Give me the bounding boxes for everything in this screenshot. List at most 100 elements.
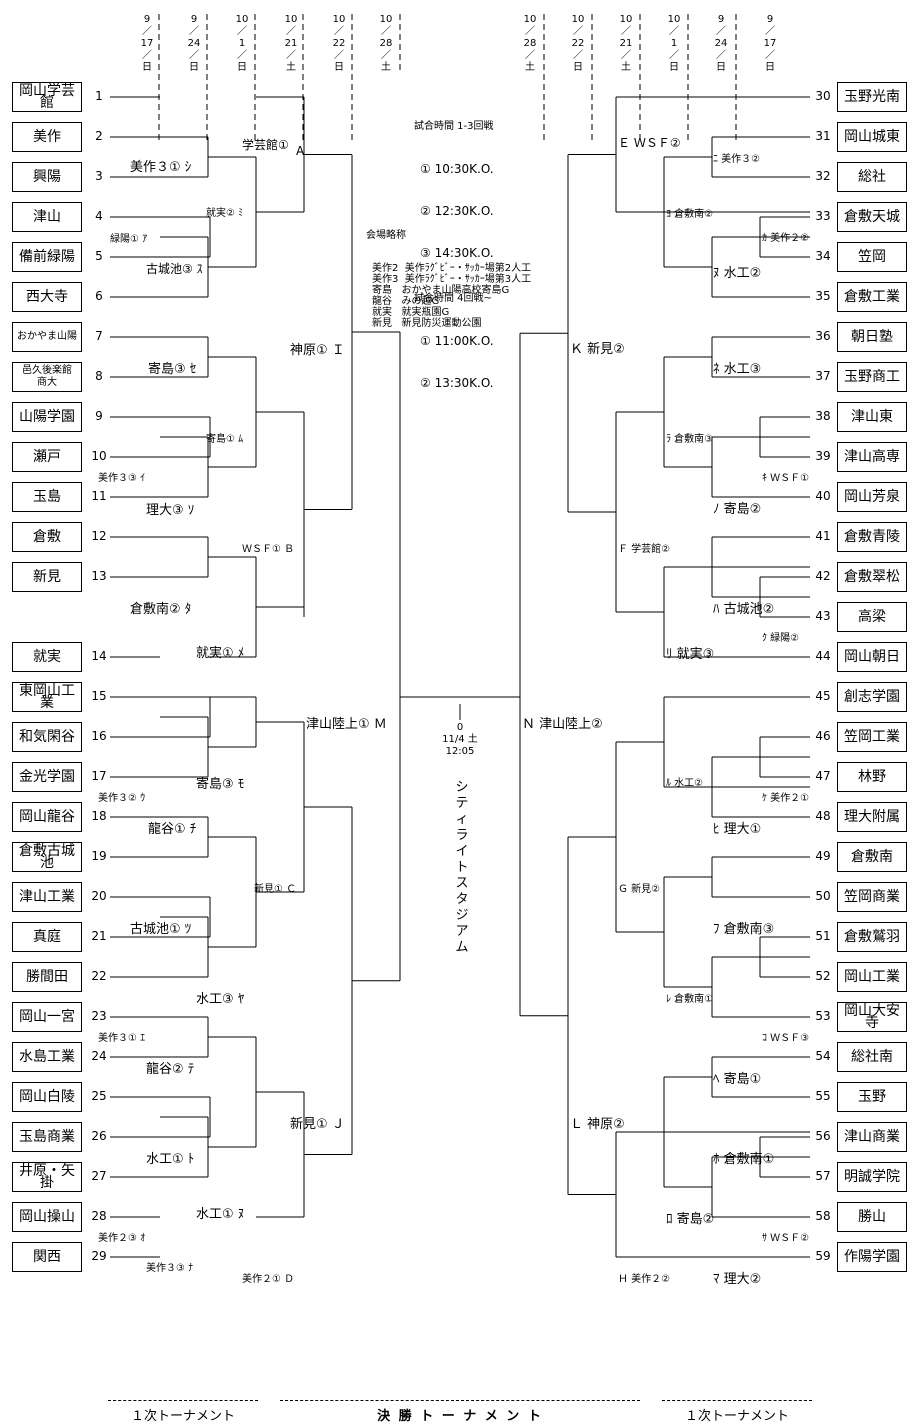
team-box-right: 玉野光南 (837, 82, 907, 112)
match-label: ﾌ 倉敷南③ (713, 922, 775, 937)
venue-line: 新見 新見防災運動公園 (372, 318, 482, 329)
team-number-right: 43 (815, 609, 831, 623)
team-box-left: 岡山学芸館 (12, 82, 82, 112)
team-box-right: 玉野商工 (837, 362, 907, 392)
team-number-right: 56 (815, 1129, 831, 1143)
footer-left: １次トーナメント (108, 1400, 258, 1424)
team-number-right: 54 (815, 1049, 831, 1063)
date-column-left: 10／21／土 (284, 14, 298, 73)
match-label: 美作３② ｳ (98, 793, 146, 804)
team-number-right: 57 (815, 1169, 831, 1183)
match-label: 水工① ﾄ (146, 1152, 195, 1167)
team-number-right: 41 (815, 529, 831, 543)
team-box-left: 美作 (12, 122, 82, 152)
date-column-left: 9／24／日 (187, 14, 201, 73)
team-box-left: 山陽学園 (12, 402, 82, 432)
footer-right: １次トーナメント (662, 1400, 812, 1424)
match-label: 津山陸上① Ｍ (306, 717, 387, 732)
team-number-left: 11 (91, 489, 107, 503)
match-times: 試合時間 1-3回戦 ① 10:30K.O. ② 12:30K.O. ③ 14:… (414, 92, 494, 404)
match-label: Ｈ 美作２② (618, 1274, 671, 1285)
match-label: 就実② ﾐ (206, 208, 244, 219)
date-column-right: 10／28／土 (523, 14, 537, 73)
team-number-right: 38 (815, 409, 831, 423)
time-5: ② 13:30K.O. (420, 376, 494, 390)
team-box-right: 倉敷南 (837, 842, 907, 872)
match-label: 美作３③ ﾅ (146, 1263, 194, 1274)
team-number-left: 2 (95, 129, 103, 143)
team-box-right: 津山商業 (837, 1122, 907, 1152)
venue-line: 就実 就実瓶園G (372, 307, 450, 318)
team-box-left: 津山工業 (12, 882, 82, 912)
match-label: ﾚ 倉敷南① (666, 994, 714, 1005)
team-number-right: 45 (815, 689, 831, 703)
match-label: 新見① Ｊ (290, 1117, 345, 1132)
team-number-left: 6 (95, 289, 103, 303)
team-box-right: 総社 (837, 162, 907, 192)
team-number-left: 14 (91, 649, 107, 663)
team-number-right: 50 (815, 889, 831, 903)
final-match-time: 12:05 (445, 746, 475, 757)
match-label: 美作２③ ｵ (98, 1233, 146, 1244)
team-number-right: 52 (815, 969, 831, 983)
match-label: ﾙ 水工② (666, 778, 704, 789)
date-column-right: 9／24／日 (714, 14, 728, 73)
footer-right-label: １次トーナメント (684, 1409, 789, 1424)
match-label: ｸ 緑陽② (762, 633, 800, 644)
match-label: ｶ 美作２② (762, 233, 810, 244)
match-label: ﾋ 理大① (713, 822, 762, 837)
date-column-right: 10／1／日 (667, 14, 681, 73)
team-box-left: 関西 (12, 1242, 82, 1272)
match-label: ﾛ 寄島② (666, 1212, 715, 1227)
team-number-left: 26 (91, 1129, 107, 1143)
match-label: ﾏ 理大② (713, 1272, 762, 1287)
team-number-left: 23 (91, 1009, 107, 1023)
team-number-right: 49 (815, 849, 831, 863)
team-box-left: おかやま山陽 (12, 322, 82, 352)
team-number-left: 9 (95, 409, 103, 423)
date-column-right: 9／17／日 (763, 14, 777, 73)
team-number-left: 28 (91, 1209, 107, 1223)
team-box-left: 井原・矢掛 (12, 1162, 82, 1192)
match-label: Ｌ 神原② (570, 1117, 625, 1132)
team-number-left: 4 (95, 209, 103, 223)
match-label: ｹ 美作２① (762, 793, 810, 804)
team-number-right: 42 (815, 569, 831, 583)
match-label: ｺ ＷＳＦ③ (762, 1033, 810, 1044)
team-box-right: 津山東 (837, 402, 907, 432)
match-label: Ｇ 新見② (618, 884, 661, 895)
match-label: ﾈ 水工③ (713, 362, 762, 377)
match-label: 就実① ﾒ (196, 646, 245, 661)
match-label: 古城池① ﾂ (130, 922, 192, 937)
final-match-number: 0 (456, 722, 464, 733)
team-number-left: 20 (91, 889, 107, 903)
final-match-date: 11/4 土 (442, 734, 478, 745)
venue-line: 美作3 美作ﾗｸﾞﾋﾞｰ・ｻｯｶｰ場第3人工 (372, 274, 532, 285)
final-match-info: 0 11/4 土 12:05 (430, 722, 490, 758)
footer-center-label: 決 勝 ト ー ナ メ ン ト (377, 1409, 543, 1424)
team-box-right: 明誠学院 (837, 1162, 907, 1192)
final-venue: シティライトスタジアム (455, 780, 469, 955)
team-box-right: 岡山朝日 (837, 642, 907, 672)
time-4: ① 11:00K.O. (420, 334, 494, 348)
team-number-left: 15 (91, 689, 107, 703)
team-box-right: 理大附属 (837, 802, 907, 832)
team-box-left: 和気閑谷 (12, 722, 82, 752)
team-box-left: 津山 (12, 202, 82, 232)
match-label: 寄島③ ﾓ (196, 777, 245, 792)
match-label: 美作３① ｴ (98, 1033, 146, 1044)
team-number-left: 17 (91, 769, 107, 783)
team-box-left: 倉敷 (12, 522, 82, 552)
match-label: ＷＳＦ① Ｂ (242, 544, 295, 555)
date-column-right: 10／21／土 (619, 14, 633, 73)
time-1: ① 10:30K.O. (420, 162, 494, 176)
venue-line: 寄島 おかやま山陽高校寄島G (372, 285, 510, 296)
team-number-right: 39 (815, 449, 831, 463)
team-number-left: 19 (91, 849, 107, 863)
team-box-right: 岡山大安寺 (837, 1002, 907, 1032)
team-box-left: 岡山龍谷 (12, 802, 82, 832)
team-box-left: 岡山操山 (12, 1202, 82, 1232)
date-column-left: 9／17／日 (140, 14, 154, 73)
times-title-1: 試合時間 1-3回戦 (414, 121, 494, 132)
team-box-left: 水島工業 (12, 1042, 82, 1072)
